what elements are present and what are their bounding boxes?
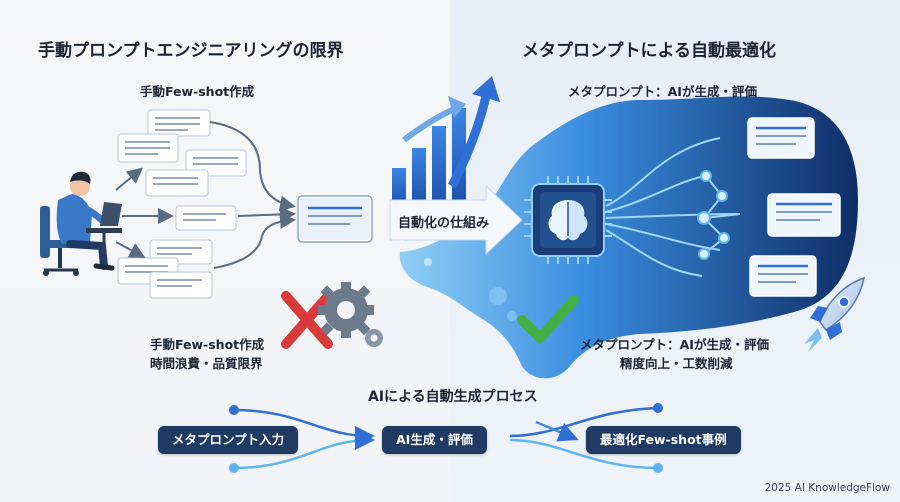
success-check-icon [517, 295, 579, 343]
document-card-icon [767, 193, 841, 237]
document-card-icon [749, 255, 817, 297]
process-step-optimized-examples: 最適化Few-shot事例 [586, 426, 741, 454]
process-title: AIによる自動生成プロセス [368, 389, 538, 405]
left-caption-line2: 時間浪費・品質限界 [150, 356, 263, 371]
document-card-icon [147, 109, 211, 137]
manual-example-cards [117, 109, 247, 299]
process-step-meta-prompt-input: メタプロンプト入力 [158, 426, 299, 454]
footer-credit: 2025 AI KnowledgeFlow [764, 482, 890, 494]
neural-network-nodes [697, 170, 730, 260]
document-card-icon [149, 271, 213, 299]
ai-chip-icon [524, 176, 612, 264]
right-caption-line1: メタプロンプト：AIが生成・評価 [580, 337, 769, 352]
process-step-ai-generate-evaluate: AI生成・評価 [382, 426, 487, 454]
document-card-icon [747, 117, 815, 159]
left-panel-background [0, 0, 450, 502]
process-flow-lines [233, 406, 659, 470]
manual-flow-arrows [115, 121, 296, 269]
document-card-icon [117, 133, 179, 163]
generated-example-cards [747, 117, 841, 297]
automation-arrow-label: 自動化の仕組み [398, 216, 490, 231]
right-title: メタプロンプトによる自動最適化 [522, 41, 776, 61]
automation-arrow [389, 184, 523, 256]
right-subtitle: メタプロンプト：AIが生成・評価 [568, 84, 757, 99]
rocket-icon [804, 276, 865, 352]
growth-bars-icon [392, 108, 466, 208]
document-card-icon [145, 169, 209, 197]
process-flow-nodes [229, 403, 663, 473]
gear-icon [318, 282, 374, 338]
gear-icon [365, 329, 383, 347]
trend-up-arrow-icon [402, 76, 500, 189]
left-caption-line1: 手動Few-shot作成 [150, 337, 265, 352]
right-caption-line2: 精度向上・工数削減 [620, 356, 733, 371]
merged-prompt-card [297, 195, 373, 243]
person-at-desk-illustration [40, 171, 122, 276]
left-title: 手動プロンプトエンジニアリングの限界 [38, 41, 344, 61]
failure-x-icon [281, 291, 333, 349]
document-card-icon [175, 205, 237, 231]
left-subtitle: 手動Few-shot作成 [140, 84, 255, 99]
